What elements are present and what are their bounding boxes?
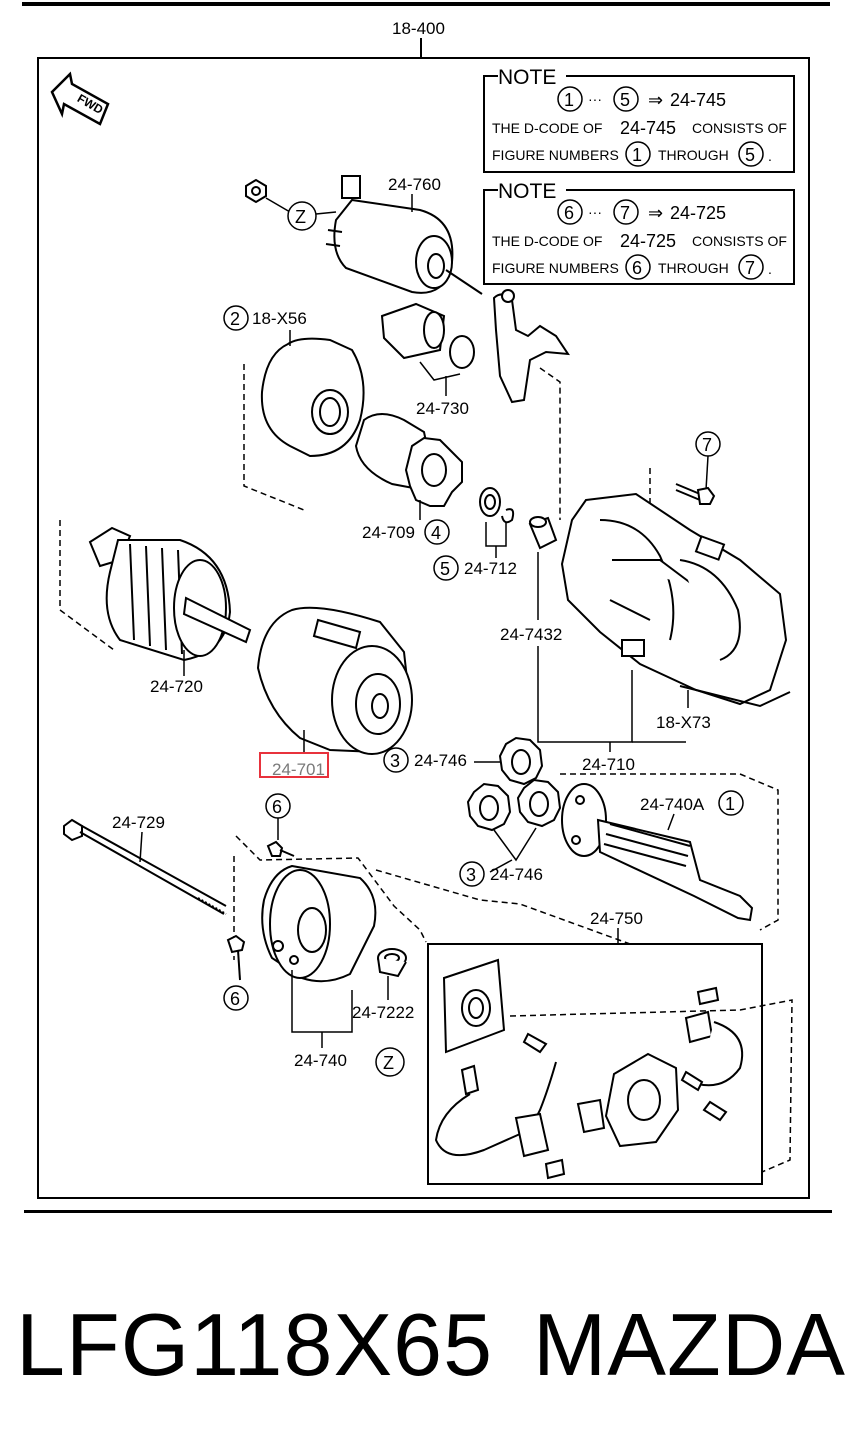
note-box-1: NOTE 1 ··· 5 ⇒ 24-745 THE D-CODE OF 24-7… [483, 66, 795, 173]
svg-text:7: 7 [745, 258, 755, 278]
label-24-7222: 24-7222 [352, 1003, 414, 1022]
svg-text:···: ··· [588, 204, 602, 220]
svg-text:THROUGH: THROUGH [658, 260, 729, 276]
label-24-7432: 24-7432 [500, 625, 562, 644]
svg-text:5: 5 [620, 90, 630, 110]
lever-set-24-730 [380, 289, 570, 404]
svg-text:Z: Z [295, 207, 306, 227]
svg-text:5: 5 [745, 145, 755, 165]
through-bolt-icon [63, 818, 227, 915]
armature-24-720 [88, 526, 252, 662]
drive-pinion-24-709 [354, 413, 463, 507]
svg-text:24-745: 24-745 [620, 118, 676, 138]
label-24-750: 24-750 [590, 909, 643, 928]
svg-text:.: . [768, 261, 772, 277]
label-24-712: 24-712 [464, 559, 517, 578]
ref-number-3-lower: 3 [466, 865, 476, 885]
label-24-709: 24-709 [362, 523, 415, 542]
solenoid-24-760 [325, 175, 483, 295]
nut-icon [245, 178, 267, 204]
ref-number-5: 5 [440, 559, 450, 579]
ref-number-2: 2 [230, 309, 240, 329]
label-24-746-upper: 24-746 [414, 751, 467, 770]
label-24-710: 24-710 [582, 755, 635, 774]
svg-text:⇒: ⇒ [648, 203, 663, 223]
svg-text:THE D-CODE OF: THE D-CODE OF [492, 233, 602, 249]
planet-gear-lower-right [516, 778, 562, 828]
ref-number-1: 1 [725, 794, 735, 814]
screw-icon-upper [266, 840, 295, 857]
fwd-arrow-icon: FWD [50, 71, 110, 126]
brush-holder-box [427, 943, 763, 1185]
note-1-heading: NOTE [498, 66, 556, 89]
label-24-746-lower: 24-746 [490, 865, 543, 884]
label-24-701[interactable]: 24-701 [272, 760, 325, 779]
label-24-729: 24-729 [112, 813, 165, 832]
diagram-frame [37, 57, 810, 1199]
svg-text:24-725: 24-725 [620, 231, 676, 251]
svg-text:FIGURE NUMBERS: FIGURE NUMBERS [492, 260, 619, 276]
brand-label: MAZDA [533, 1295, 846, 1394]
label-24-740a: 24-740A [640, 795, 705, 814]
bushing-24-7222 [377, 948, 407, 978]
svg-text:6: 6 [632, 258, 642, 278]
footer: LFG118X65 MAZDA [0, 1290, 864, 1410]
note-box-2: NOTE 6 ··· 7 ⇒ 24-725 THE D-CODE OF 24-7… [483, 180, 795, 285]
bolt-icon [675, 483, 716, 505]
screw-icon-lower [226, 934, 246, 981]
z-marker-bottom [375, 1047, 405, 1077]
ref-number-4: 4 [431, 523, 441, 543]
label-24-730: 24-730 [416, 399, 469, 418]
planet-gear-upper [498, 736, 544, 786]
svg-text:THROUGH: THROUGH [658, 147, 729, 163]
output-shaft-24-740a [561, 783, 754, 922]
note-1-target: 24-745 [670, 90, 726, 110]
svg-text:1: 1 [632, 145, 642, 165]
highlight-box-24-701 [259, 752, 329, 778]
svg-text:CONSISTS OF: CONSISTS OF [692, 233, 787, 249]
z-marker-top [287, 201, 317, 231]
stop-ring-24-712 [479, 487, 515, 524]
svg-text:6: 6 [564, 203, 574, 223]
svg-text:THE D-CODE OF: THE D-CODE OF [492, 120, 602, 136]
ref-number-3-upper: 3 [390, 751, 400, 771]
bottom-rule [24, 1210, 832, 1213]
rear-cover-24-740 [261, 864, 377, 983]
yoke-24-701 [256, 606, 413, 755]
part-number-label: LFG118X65 [16, 1295, 494, 1394]
note-2-heading: NOTE [498, 180, 556, 203]
brush-holder-assembly [434, 958, 744, 1180]
gear-housing-18-x56 [260, 337, 365, 458]
ref-number-7: 7 [702, 435, 712, 455]
note-2-target: 24-725 [670, 203, 726, 223]
svg-text:.: . [768, 148, 772, 164]
svg-text:CONSISTS OF: CONSISTS OF [692, 120, 787, 136]
svg-text:Z: Z [383, 1053, 394, 1073]
label-24-720: 24-720 [150, 677, 203, 696]
label-24-760: 24-760 [388, 175, 441, 194]
planet-gear-lower-left [466, 782, 512, 832]
svg-text:⇒: ⇒ [648, 90, 663, 110]
label-24-740: 24-740 [294, 1051, 347, 1070]
assembly-code-label: 18-400 [392, 19, 445, 38]
svg-text:···: ··· [588, 91, 602, 107]
ref-number-6-upper: 6 [272, 797, 282, 817]
label-18-x56: 18-X56 [252, 309, 307, 328]
top-rule [22, 2, 830, 6]
front-housing-24-710 [560, 492, 788, 706]
svg-text:1: 1 [564, 90, 574, 110]
ref-number-6-lower: 6 [230, 989, 240, 1009]
label-18-x73: 18-X73 [656, 713, 711, 732]
svg-text:FIGURE NUMBERS: FIGURE NUMBERS [492, 147, 619, 163]
svg-text:7: 7 [620, 203, 630, 223]
bushing-24-7432 [528, 516, 558, 550]
